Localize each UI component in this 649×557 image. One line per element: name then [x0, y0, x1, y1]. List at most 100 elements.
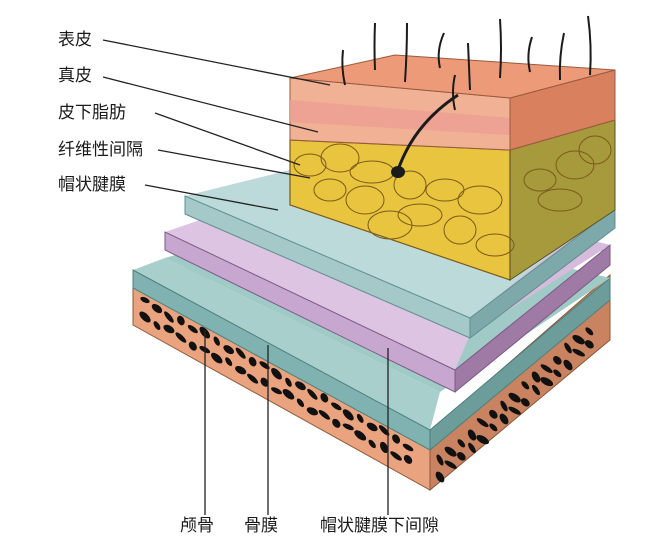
bone-spot [260, 377, 269, 387]
bone-spot [435, 471, 445, 483]
hair-strand [404, 22, 408, 83]
bone-spot [140, 296, 150, 304]
hair-bulb [391, 166, 405, 178]
bone-spot [271, 387, 282, 395]
hairs [341, 15, 592, 111]
bone-spot [223, 345, 234, 355]
hair-strand [373, 22, 376, 71]
bone-spot [235, 347, 246, 359]
bone-spot [164, 311, 174, 323]
bone-spot [342, 423, 354, 431]
bone-spot [563, 359, 573, 371]
loose-top [165, 220, 470, 370]
dermis-band [290, 100, 510, 135]
bone-spot [235, 365, 247, 375]
bone-spot [356, 413, 364, 423]
hair-strand [587, 15, 592, 76]
label-periosteum: 骨膜 [244, 516, 278, 536]
bone-spot [342, 409, 354, 421]
hair-strand [452, 74, 456, 111]
bone-spot [499, 413, 509, 425]
bone-spot [295, 381, 306, 391]
bone-spot [500, 400, 508, 412]
bone-spot [564, 342, 572, 354]
fat-lobule [367, 210, 413, 240]
bone-spot [572, 348, 586, 357]
bone-spot [318, 410, 331, 420]
bone-spot [402, 443, 414, 452]
fat-lobule [555, 150, 595, 180]
label-galea: 帽状腱膜 [58, 175, 126, 195]
fat-lobule [393, 170, 427, 200]
bone-spot [188, 341, 197, 351]
bone-spot [175, 332, 187, 343]
leader-lines [102, 39, 389, 515]
bone-spot [531, 371, 541, 383]
bone-spot [489, 423, 498, 432]
bone-spot [489, 409, 498, 419]
leader-subcutaneous [154, 112, 301, 166]
fat-lobule [457, 185, 503, 215]
bone-spot [380, 441, 389, 454]
leader-galea [144, 184, 279, 211]
bone-spot [572, 334, 585, 345]
hair-strand [527, 36, 533, 73]
bone-spot [392, 434, 401, 444]
fat-lobule [537, 188, 583, 212]
bone-spot [307, 388, 318, 400]
bone-spot [457, 439, 466, 448]
fat-lobule [397, 203, 443, 227]
bone-spot [139, 311, 151, 323]
fat-lobule [313, 178, 347, 202]
bone-spot [444, 446, 457, 457]
leader-fibrous-septa [157, 149, 311, 179]
fat-lobule [443, 215, 477, 245]
bone-spot [540, 377, 554, 387]
fat-lobule [523, 168, 557, 192]
bone-spot [151, 303, 163, 314]
bone-spot [476, 435, 489, 445]
bone-spot [468, 442, 476, 454]
loose-side [454, 243, 611, 394]
bone-spot [153, 321, 161, 330]
fat-lobule [345, 185, 385, 215]
bone-spot [520, 398, 530, 407]
bone-spot [211, 352, 223, 364]
label-fibrous-septa: 纤维性间隔 [58, 140, 143, 160]
bone-spot [531, 384, 541, 396]
label-epidermis: 表皮 [58, 30, 92, 50]
bone-spot [436, 454, 444, 466]
label-dermis: 真皮 [58, 66, 92, 86]
periosteum-top [133, 258, 440, 430]
galea-side [469, 206, 616, 340]
skin-top [289, 54, 616, 99]
bone-spot [248, 356, 257, 367]
hair-strand [437, 32, 445, 69]
bone-spot [163, 324, 175, 334]
fat-lobule [320, 143, 360, 173]
periosteum-side [429, 276, 611, 452]
hair-follicle [396, 93, 459, 171]
bone-spot [540, 364, 553, 374]
bone-spot [366, 422, 378, 432]
bone-spot [584, 340, 594, 349]
bone-spot [444, 460, 457, 469]
bone-spot [553, 369, 562, 378]
bone-spot [390, 451, 402, 461]
bone-spot [378, 425, 390, 436]
bone-spot [247, 373, 259, 384]
bone-spots [139, 296, 594, 483]
bone-spot [332, 418, 341, 428]
bone-spot [187, 324, 198, 334]
skin-block [289, 15, 616, 281]
label-subcutaneous: 皮下脂肪 [58, 103, 126, 123]
bone-spot [585, 327, 594, 336]
label-subgaleal-space: 帽状腱膜下间隙 [320, 516, 439, 536]
bone-spot [213, 336, 220, 346]
label-skull: 颅骨 [180, 516, 214, 536]
leader-dermis [102, 76, 319, 133]
hair-strand [341, 49, 346, 86]
bone-spot [282, 389, 295, 400]
bone-spot [177, 315, 185, 326]
